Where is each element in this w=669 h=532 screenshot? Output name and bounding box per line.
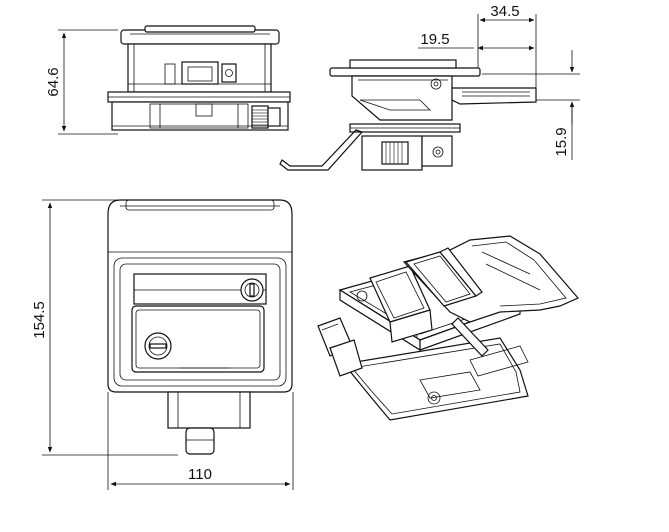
dimension-label-154-5: 154.5 [31,301,48,339]
dimension-side-height: 15.9 [482,50,580,160]
dimension-top-height: 64.6 [45,29,118,135]
front-view: 154.5 110 [31,199,294,490]
side-view: 34.5 19.5 15.9 [279,3,580,171]
dimension-side-width-a: 34.5 [477,3,537,100]
top-view: 64.6 [45,25,291,135]
dimension-label-19-5: 19.5 [420,31,449,48]
dimension-label-64-6: 64.6 [45,67,62,96]
dimension-label-15-9: 15.9 [553,127,570,156]
dimension-label-110: 110 [188,466,212,483]
isometric-view [317,235,579,421]
dimension-front-height: 154.5 [31,199,178,456]
dimension-label-34-5: 34.5 [490,3,519,20]
dimension-side-width-b: 19.5 [418,31,535,51]
dimension-front-width: 110 [107,392,294,490]
